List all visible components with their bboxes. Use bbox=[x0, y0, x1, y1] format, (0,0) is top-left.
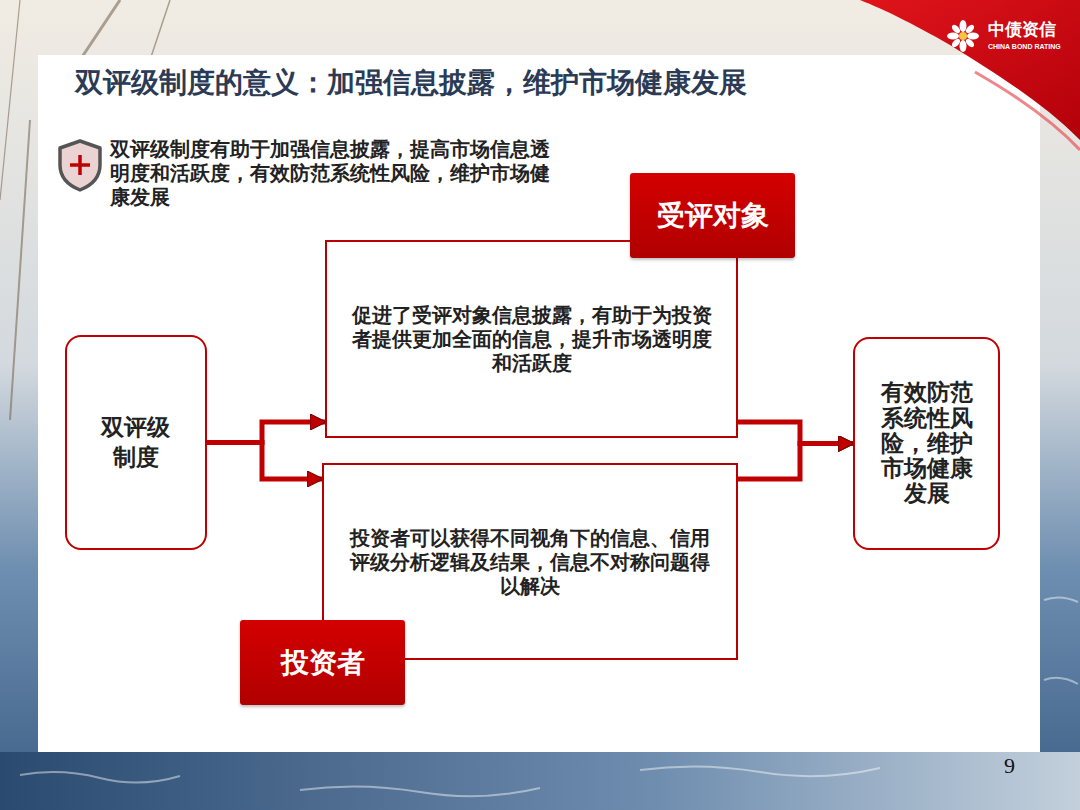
node-text: 投资者可以获得不同视角下的信息、信用评级分析逻辑及结果，信息不对称问题得以解决 bbox=[345, 526, 715, 598]
logo-icon bbox=[947, 20, 979, 52]
tag-box: 受评对象 bbox=[630, 173, 795, 258]
swoosh-highlight bbox=[975, 72, 1080, 150]
node-text: 有效防范系统性风险，维护市场健康发展 bbox=[878, 380, 975, 506]
note-text: 双评级制度有助于加强信息披露，提高市场信息透明度和活跃度，有效防范系统性风险，维… bbox=[110, 137, 565, 209]
node-text: 投资者 bbox=[281, 646, 365, 680]
content-panel bbox=[38, 55, 1040, 752]
flow-arrow bbox=[207, 443, 322, 480]
flow-arrow bbox=[207, 422, 325, 443]
flow-arrow bbox=[738, 444, 853, 480]
shield-icon bbox=[60, 141, 100, 190]
concept-box: 双评级 制度 bbox=[65, 335, 207, 550]
node-text: 促进了受评对象信息披露，有助于为投资者提供更加全面的信息，提升市场透明度和活跃度 bbox=[347, 303, 717, 375]
slide-title: 双评级制度的意义：加强信息披露，维护市场健康发展 bbox=[75, 64, 747, 102]
result-box: 有效防范系统性风险，维护市场健康发展 bbox=[853, 337, 1000, 550]
tag-box: 投资者 bbox=[240, 620, 405, 705]
content-panel-box: 促进了受评对象信息披露，有助于为投资者提供更加全面的信息，提升市场透明度和活跃度 bbox=[325, 240, 738, 438]
page-number: 9 bbox=[1004, 753, 1034, 779]
sea-band bbox=[0, 752, 1080, 810]
logo-subtitle: CHINA BOND RATING bbox=[988, 43, 1068, 51]
logo-name: 中债资信 bbox=[988, 20, 1068, 40]
node-text: 受评对象 bbox=[657, 199, 769, 233]
flow-arrow bbox=[738, 422, 853, 444]
node-text: 双评级 制度 bbox=[98, 413, 174, 473]
